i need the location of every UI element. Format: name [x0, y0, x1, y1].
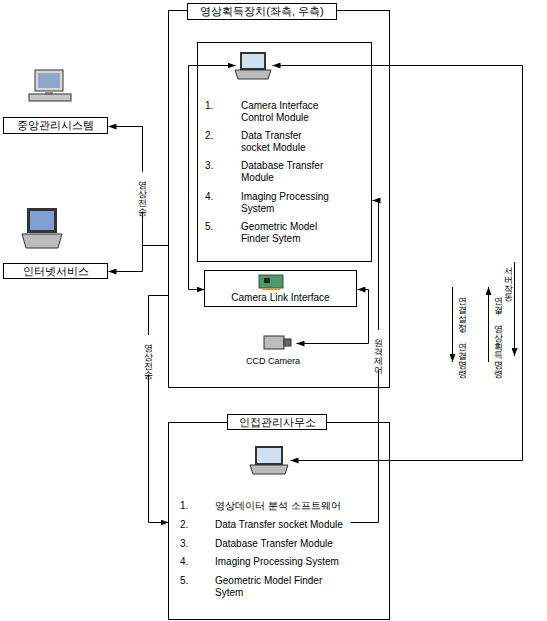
laptop-icon — [22, 208, 62, 248]
direction-arrow — [452, 287, 453, 362]
connector-arrow — [273, 66, 523, 461]
signal-label: 연결 – 영상획득명령 — [493, 288, 504, 374]
list-number: 4. — [180, 556, 210, 568]
connector-arrow — [189, 66, 236, 290]
list-item: Database Transfer Module — [241, 160, 331, 184]
list-number: 3. — [180, 538, 210, 550]
camera-node: CCD Camera — [250, 316, 296, 368]
list-item: Database Transfer Module — [215, 538, 349, 550]
service-box: 인터넷서비스 — [3, 263, 108, 279]
laptop-icon — [250, 446, 288, 474]
connector-arrow — [109, 127, 169, 246]
laptop-screen — [257, 448, 281, 463]
card-board — [259, 275, 283, 288]
laptop-screen — [30, 211, 54, 230]
camera-label: CCD Camera — [240, 356, 306, 367]
interface-card-icon — [259, 275, 283, 290]
system-box: 중앙관리시스템 — [3, 117, 108, 134]
list-number: 5. — [180, 575, 210, 587]
laptop-icon — [235, 52, 271, 79]
list-item: 영상데이터 분석 소프트웨어 — [215, 500, 349, 512]
laptop-base — [22, 234, 62, 248]
list-number: 1. — [205, 100, 235, 112]
group-heading: 영상획득장치(좌측, 우측) — [187, 3, 337, 20]
list-item: Geometric Model Finder Sytem — [241, 221, 331, 245]
desktop-icon — [29, 70, 71, 101]
connector-label: 영상전송 — [137, 172, 148, 212]
laptop-screen-frame — [240, 52, 266, 70]
monitor-frame — [35, 70, 63, 91]
direction-arrow — [514, 262, 515, 356]
monitor-screen — [38, 73, 60, 88]
list-item: Data Transfer socket Module — [215, 519, 349, 531]
camera-icon — [264, 336, 291, 349]
card-chip — [264, 278, 270, 283]
module-list-box: 1. Camera Interface Control Module 2. Data … — [197, 42, 372, 262]
list-item: Camera Interface Control Module — [241, 100, 331, 124]
camera-body — [264, 336, 284, 349]
list-number: 4. — [205, 191, 235, 203]
office-box: 인접관리사무소1.영상데이터 분석 소프트웨어2.Data Transfer s… — [168, 422, 390, 620]
list-item: Data Transfer socket Module — [241, 130, 331, 154]
system-label: 중앙관리시스템 — [4, 118, 107, 133]
list-number: 2. — [180, 519, 210, 531]
list-number: 2. — [205, 130, 235, 142]
signal-label: 연결설정 – 연결명령 — [457, 288, 468, 374]
connector-label: 영상전송 — [143, 335, 154, 375]
list-item: Imaging Processing System — [241, 191, 331, 215]
camera-lens — [284, 339, 291, 346]
connector-label: 원격제어 — [373, 330, 384, 370]
signal-label: 서버작동 — [503, 258, 514, 298]
connector-arrow — [109, 246, 169, 272]
interface-label: Camera Link Interface — [205, 292, 356, 304]
keyboard — [29, 94, 71, 101]
laptop-screen-frame — [27, 208, 57, 233]
group-heading: 인접관리사무소 — [227, 414, 327, 430]
laptop-screen — [242, 54, 264, 68]
list-number: 1. — [180, 500, 210, 512]
direction-arrow — [488, 287, 489, 362]
card-pins — [262, 288, 280, 290]
device-group-box: 영상획득장치(좌측, 우측)1.Camera Interface Control… — [168, 10, 390, 388]
laptop-screen-frame — [255, 446, 283, 465]
list-number: 5. — [205, 221, 235, 233]
connector-arrow — [149, 296, 169, 523]
list-item: Geometric Model Finder Sytem — [215, 575, 349, 599]
list-number: 3. — [205, 160, 235, 172]
laptop-base — [250, 465, 288, 474]
service-label: 인터넷서비스 — [4, 264, 107, 279]
list-item: Imaging Processing System — [215, 556, 349, 568]
laptop-base — [235, 70, 271, 79]
interface-box: Camera Link Interface — [204, 270, 357, 307]
